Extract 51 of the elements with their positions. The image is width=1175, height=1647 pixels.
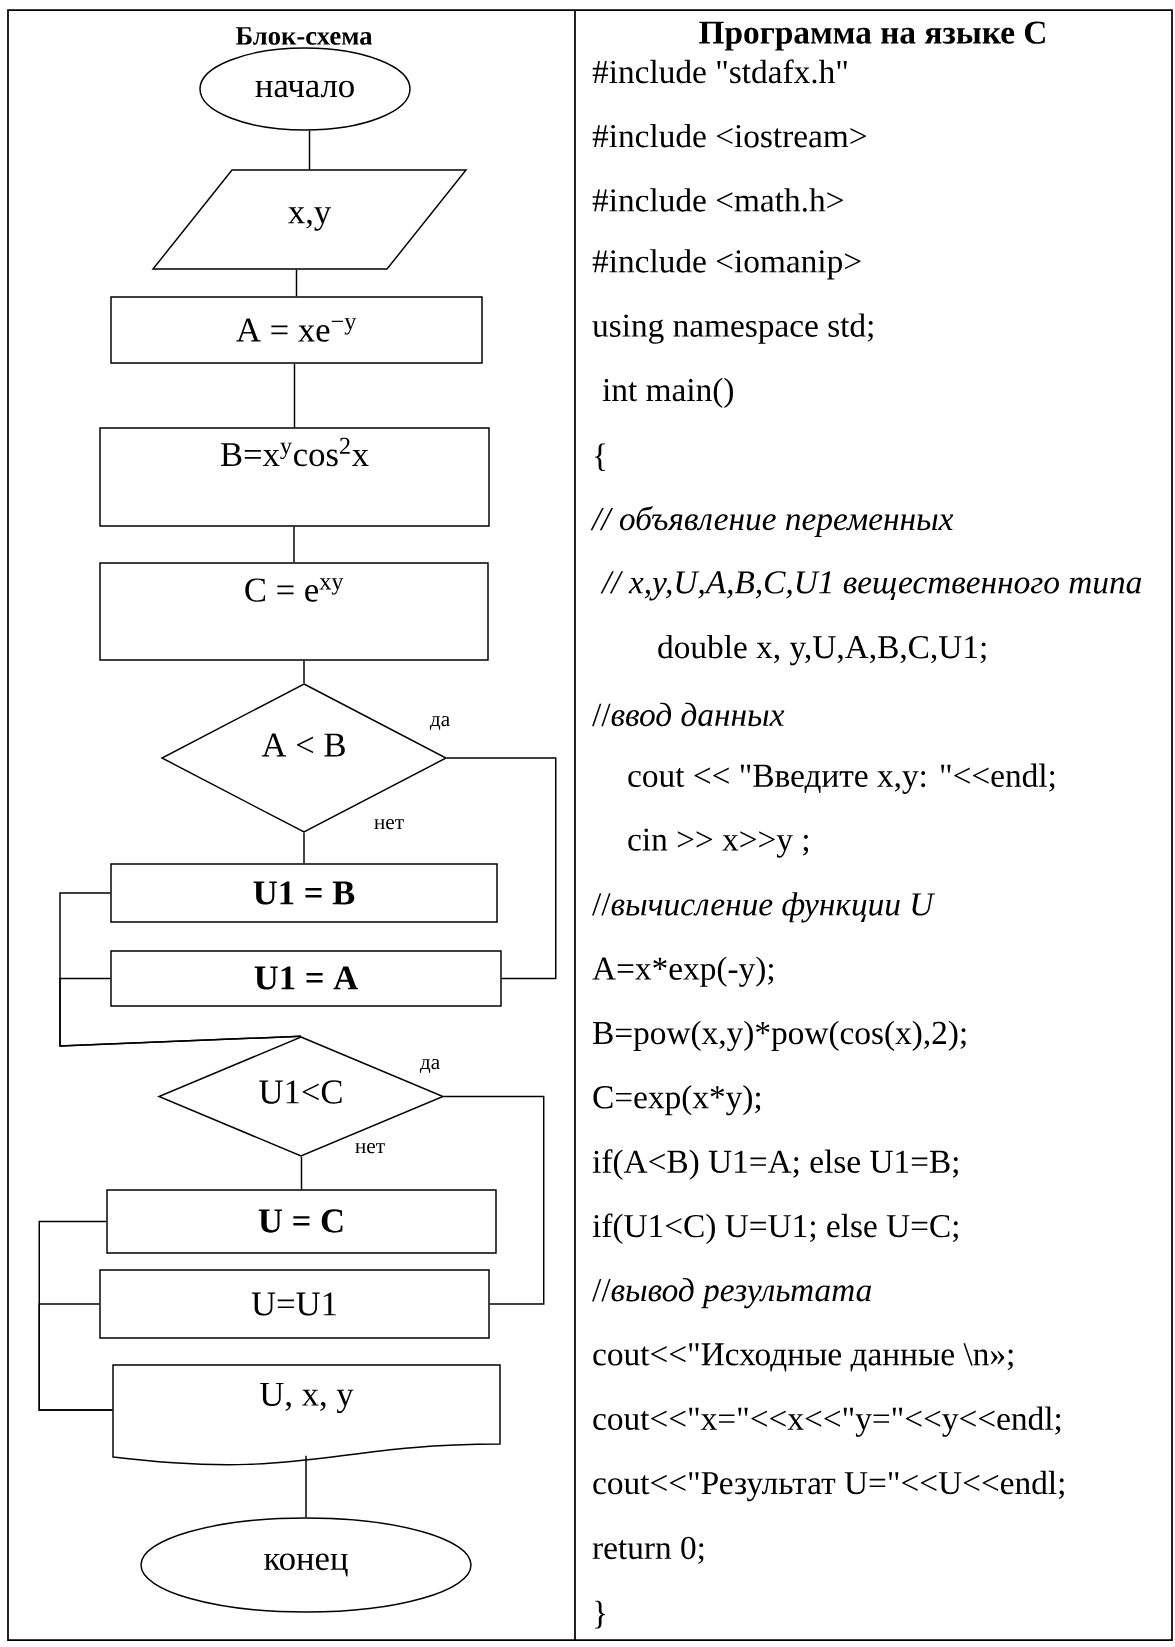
- code-line: cout<<"x="<<x<<"y="<<y<<endl;: [593, 1406, 1061, 1437]
- connector-line: [38, 1303, 113, 1411]
- code-line: }: [595, 1600, 606, 1629]
- code-line: //вычисление функции U: [592, 892, 936, 923]
- edge-label: нет: [353, 1141, 387, 1155]
- edge-label: да: [418, 1057, 442, 1075]
- code-line: #include "stdafx.h": [592, 59, 847, 84]
- connector-line: [59, 977, 302, 1047]
- output-document: U, x, y: [112, 1364, 501, 1466]
- connector-line: [446, 757, 557, 980]
- code-line: B=pow(x,y)*pow(cos(x),2);: [593, 1020, 966, 1052]
- code-line: return 0;: [592, 1536, 704, 1564]
- edge-label: нет: [372, 817, 406, 831]
- column-heading: Программа на языке С: [699, 21, 1045, 51]
- process-box: U=U1: [99, 1269, 490, 1339]
- process-box: U1 = B: [110, 863, 498, 923]
- code-line: cin >> x>>y ;: [628, 828, 809, 858]
- code-line: C=exp(x*y);: [593, 1085, 761, 1116]
- code-line: // объявление переменных: [590, 506, 954, 537]
- code-line: double x, y,U,A,B,C,U1;: [658, 634, 986, 666]
- connector-line: [305, 1455, 307, 1518]
- code-line: cout << "Введите x,y: "<<endl;: [628, 763, 1055, 794]
- process-box: A = xe$^{−y}$: [110, 296, 483, 364]
- code-line: #include <iomanip>: [592, 249, 861, 280]
- code-line: #include <math.h>: [592, 188, 843, 212]
- code-line: // x,y,U,A,B,C,U1 вещественного типа: [600, 571, 1142, 601]
- process-box: U1 = A: [110, 950, 502, 1007]
- process-box: B=x$^{y}$cos$^{2}$x: [99, 427, 490, 527]
- code-line: int main(): [602, 377, 733, 408]
- connector-line: [293, 526, 295, 563]
- connector-line: [308, 130, 311, 170]
- process-box: U = C: [106, 1189, 497, 1254]
- code-line: using namespace std;: [592, 313, 873, 344]
- code-line: if(A<B) U1=A; else U1=B;: [592, 1149, 958, 1180]
- terminal-oval: начало: [199, 47, 411, 131]
- code-line: {: [595, 443, 606, 471]
- connector-line: [293, 363, 296, 428]
- connector-line: [303, 660, 305, 684]
- connector-line: [303, 832, 305, 864]
- code-line: //вывод результата: [592, 1277, 872, 1309]
- code-line: cout<<"Результат U="<<U<<endl;: [593, 1470, 1064, 1502]
- connector-line: [295, 269, 298, 297]
- code-line: A=x*exp(-y);: [592, 956, 774, 987]
- code-line: if(U1<C) U=U1; else U=C;: [592, 1213, 958, 1245]
- connector-line: [443, 1095, 545, 1305]
- code-line: #include <iostream>: [592, 124, 866, 148]
- connector-line: [300, 1156, 303, 1190]
- terminal-oval: конец: [140, 1517, 472, 1613]
- code-line: //ввод данных: [592, 702, 785, 727]
- code-line: cout<<"Исходные данные \n»;: [593, 1343, 1013, 1372]
- process-box: C = e$^{xy}$: [99, 562, 489, 661]
